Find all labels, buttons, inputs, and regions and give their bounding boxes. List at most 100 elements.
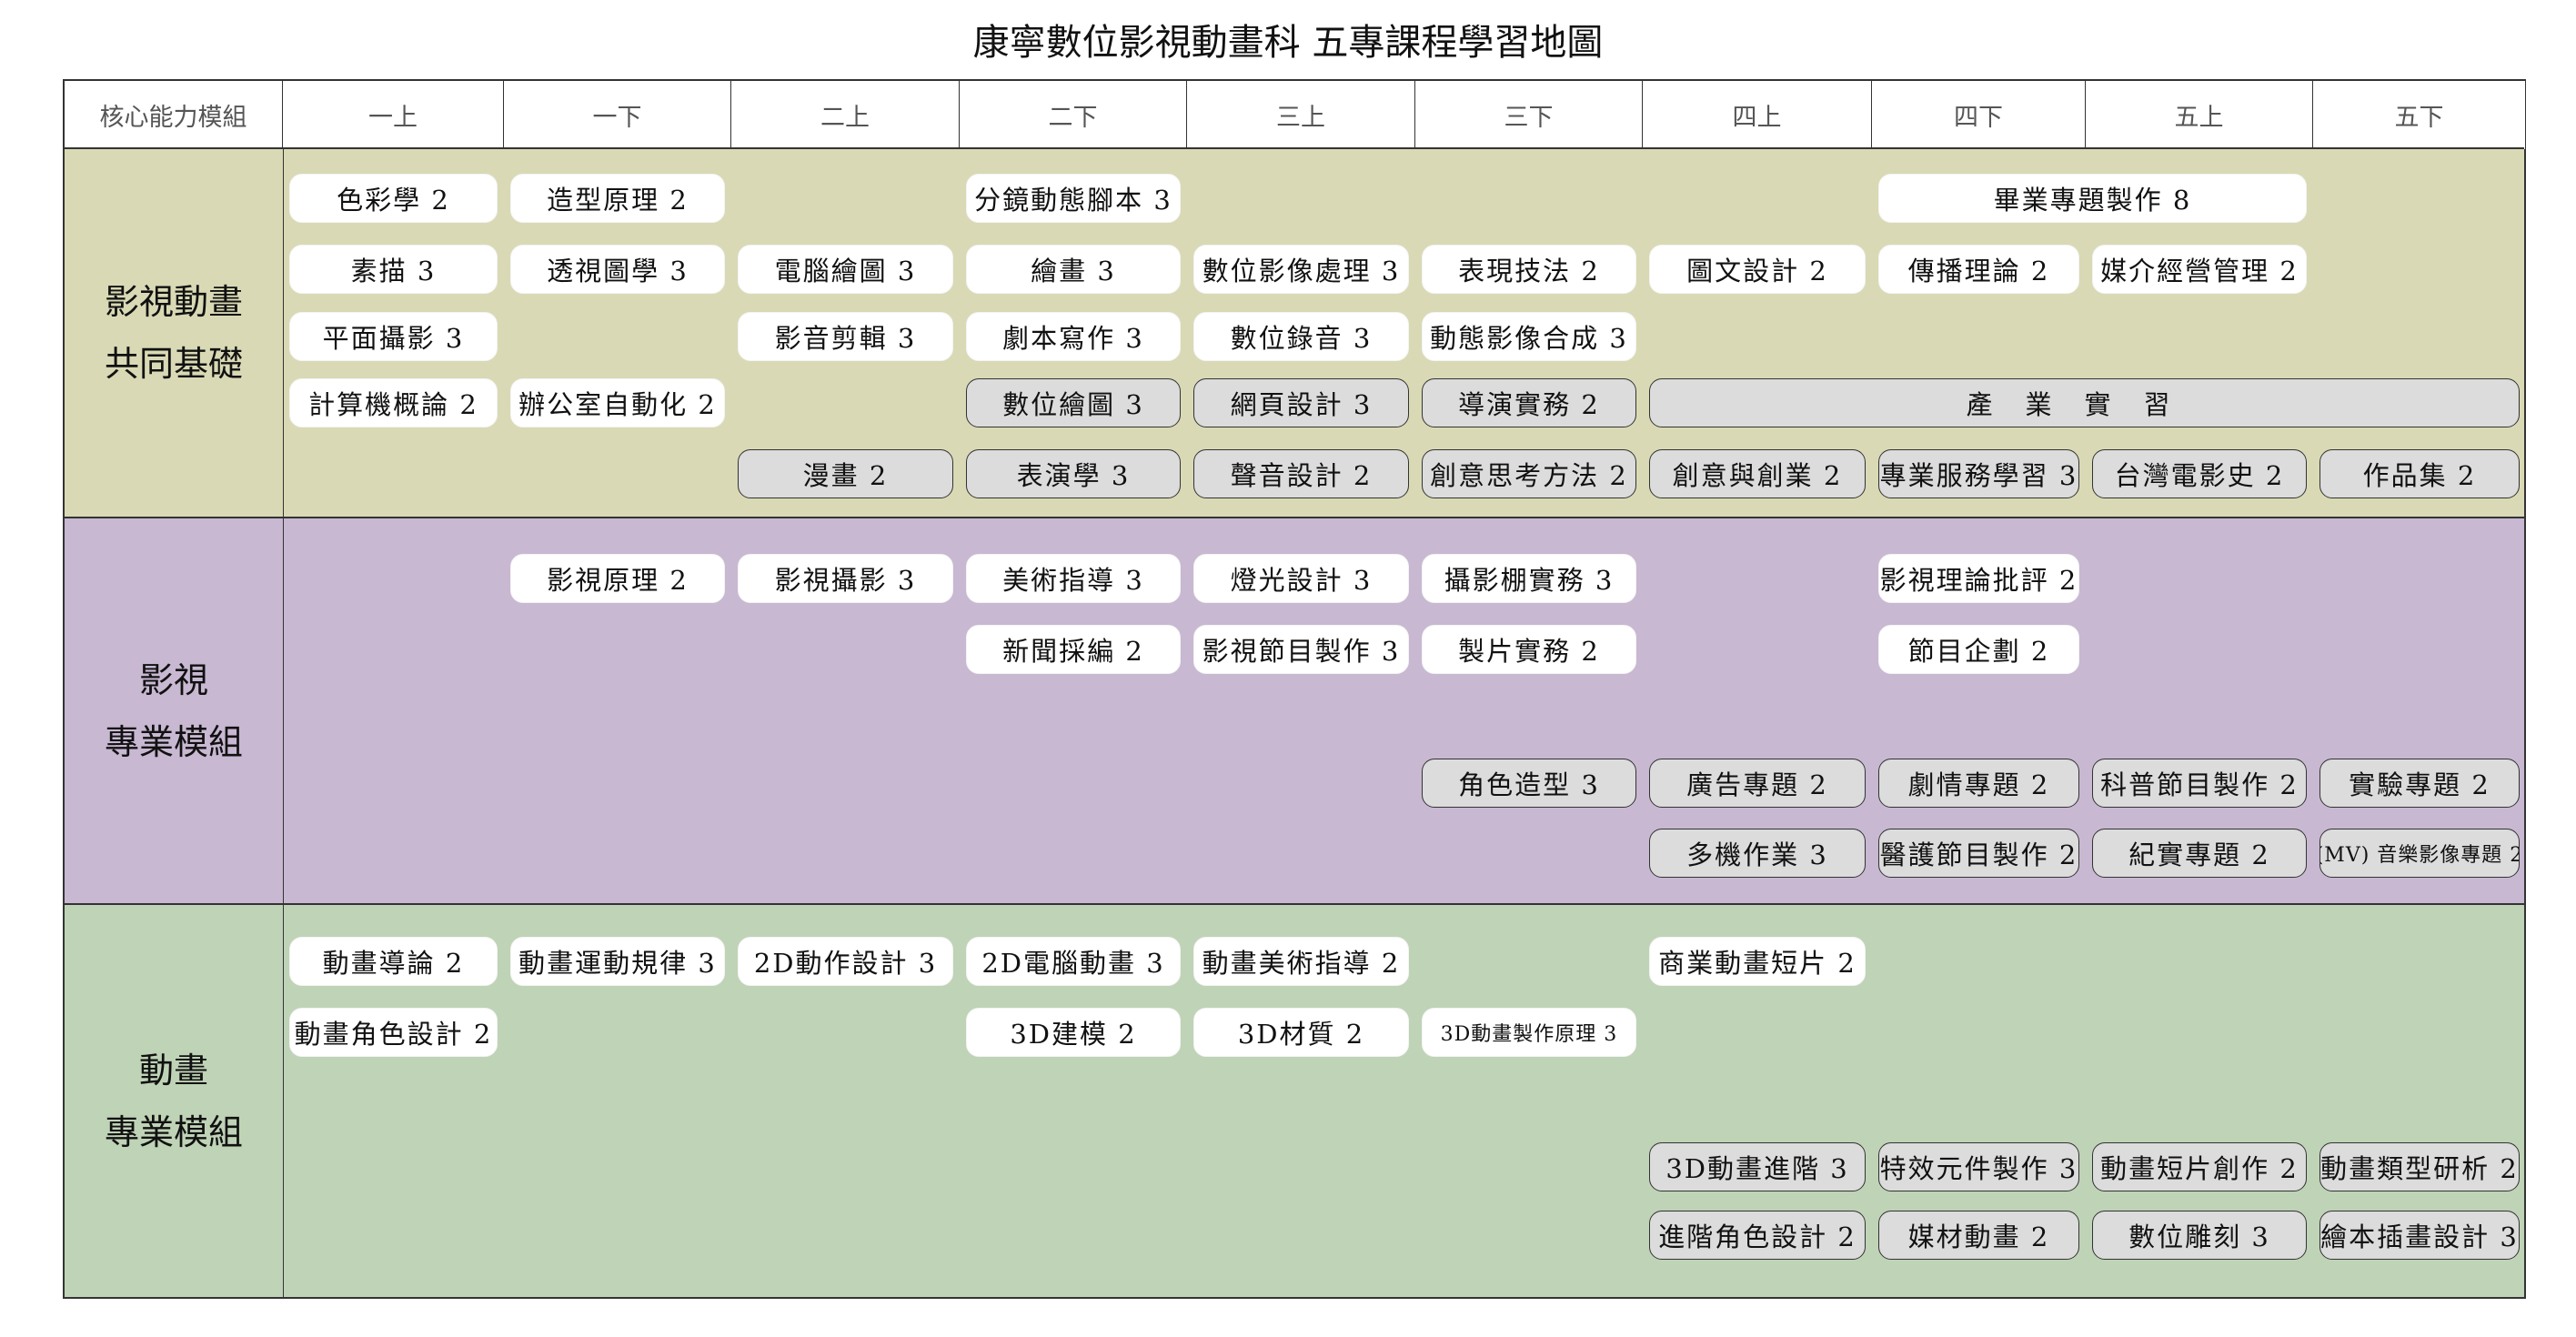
course-pill[interactable]: 影視原理 2 [510, 554, 725, 603]
course-pill[interactable]: 3D建模 2 [966, 1008, 1181, 1057]
header-semester: 五下 [2313, 81, 2526, 149]
course-pill[interactable]: 漫畫 2 [738, 449, 953, 498]
course-pill[interactable]: 創意與創業 2 [1649, 449, 1866, 498]
course-pill[interactable]: 聲音設計 2 [1193, 449, 1409, 498]
course-name: 2D動作設計 3 [753, 948, 938, 979]
course-pill[interactable]: 透視圖學 3 [510, 245, 725, 294]
course-pill[interactable]: 特效元件製作 3 [1878, 1142, 2079, 1191]
course-pill[interactable]: 數位錄音 3 [1193, 312, 1409, 361]
course-pill[interactable]: 造型原理 2 [510, 174, 725, 223]
course-pill[interactable]: 繪本插畫設計 3 [2319, 1211, 2520, 1260]
course-pill[interactable]: 商業動畫短片 2 [1649, 937, 1866, 986]
course-pill[interactable]: 表現技法 2 [1422, 245, 1636, 294]
course-pill[interactable]: 素描 3 [289, 245, 498, 294]
course-pill[interactable]: 3D材質 2 [1193, 1008, 1409, 1057]
course-pill[interactable]: 科普節目製作 2 [2092, 759, 2307, 808]
course-pill[interactable]: 專業服務學習 3 [1878, 449, 2079, 498]
course-pill[interactable]: 新聞採編 2 [966, 625, 1181, 674]
course-pill[interactable]: 動畫運動規律 3 [510, 937, 725, 986]
course-pill[interactable]: 平面攝影 3 [289, 312, 498, 361]
course-pill[interactable]: 色彩學 2 [289, 174, 498, 223]
module-label: 影視專業模組 [65, 518, 284, 903]
course-pill[interactable]: 劇本寫作 3 [966, 312, 1181, 361]
course-pill[interactable]: 數位繪圖 3 [966, 378, 1181, 427]
course-pill[interactable]: 媒介經營管理 2 [2092, 245, 2307, 294]
course-name: 創意與創業 2 [1672, 460, 1843, 491]
course-pill[interactable]: 分鏡動態腳本 3 [966, 174, 1181, 223]
course-name: 繪畫 3 [1031, 256, 1116, 286]
course-name: 進階角色設計 2 [1658, 1221, 1857, 1252]
course-pill[interactable]: 媒材動畫 2 [1878, 1211, 2079, 1260]
course-pill[interactable]: 實驗專題 2 [2319, 759, 2520, 808]
course-name: 繪本插畫設計 3 [2320, 1221, 2519, 1252]
course-pill[interactable]: (MV) 音樂影像專題 2 [2319, 829, 2520, 878]
course-name: 醫護節目製作 2 [1879, 839, 2078, 870]
course-name: 廣告專題 2 [1686, 769, 1828, 800]
course-pill[interactable]: 導演實務 2 [1422, 378, 1636, 427]
course-pill[interactable]: 燈光設計 3 [1193, 554, 1409, 603]
course-pill[interactable]: 動畫類型研析 2 [2319, 1142, 2520, 1191]
course-pill[interactable]: 動畫美術指導 2 [1193, 937, 1409, 986]
course-name: 電腦繪圖 3 [774, 256, 917, 286]
course-pill[interactable]: 製片實務 2 [1422, 625, 1636, 674]
course-pill[interactable]: 美術指導 3 [966, 554, 1181, 603]
course-name: 節目企劃 2 [1907, 636, 2050, 667]
course-pill[interactable]: 數位影像處理 3 [1193, 245, 1409, 294]
course-name: 製片實務 2 [1458, 636, 1600, 667]
course-pill[interactable]: 電腦繪圖 3 [738, 245, 953, 294]
course-name: 傳播理論 2 [1907, 256, 2050, 286]
course-pill[interactable]: 表演學 3 [966, 449, 1181, 498]
course-name: 實驗專題 2 [2349, 769, 2490, 800]
course-pill[interactable]: 醫護節目製作 2 [1878, 829, 2079, 878]
course-pill[interactable]: 作品集 2 [2319, 449, 2520, 498]
course-pill[interactable]: 影視攝影 3 [738, 554, 953, 603]
course-pill[interactable]: 圖文設計 2 [1649, 245, 1866, 294]
course-pill[interactable]: 節目企劃 2 [1878, 625, 2079, 674]
course-name: 素描 3 [350, 256, 437, 286]
course-pill[interactable]: 多機作業 3 [1649, 829, 1866, 878]
course-name: 攝影棚實務 3 [1444, 565, 1615, 596]
course-pill[interactable]: 攝影棚實務 3 [1422, 554, 1636, 603]
course-name: 平面攝影 3 [322, 323, 465, 354]
course-name: 動畫短片創作 2 [2100, 1153, 2299, 1184]
course-pill[interactable]: 2D電腦動畫 3 [966, 937, 1181, 986]
course-pill[interactable]: 3D動畫進階 3 [1649, 1142, 1866, 1191]
course-pill[interactable]: 影音剪輯 3 [738, 312, 953, 361]
course-pill[interactable]: 影視節目製作 3 [1193, 625, 1409, 674]
course-pill[interactable]: 進階角色設計 2 [1649, 1211, 1866, 1260]
course-pill[interactable]: 3D動畫製作原理 3 [1422, 1008, 1636, 1057]
course-pill[interactable]: 創意思考方法 2 [1422, 449, 1636, 498]
course-pill[interactable]: 紀實專題 2 [2092, 829, 2307, 878]
course-pill[interactable]: 畢業專題製作 8 [1878, 174, 2307, 223]
course-name: 影視攝影 3 [774, 565, 917, 596]
course-pill[interactable]: 廣告專題 2 [1649, 759, 1866, 808]
module-label-line: 專業模組 [104, 721, 243, 762]
course-pill[interactable]: 計算機概論 2 [289, 378, 498, 427]
course-name: 表現技法 2 [1458, 256, 1600, 286]
course-pill[interactable]: 動態影像合成 3 [1422, 312, 1636, 361]
course-pill[interactable]: 影視理論批評 2 [1878, 554, 2079, 603]
header-semester: 一下 [504, 81, 731, 149]
course-pill[interactable]: 數位雕刻 3 [2092, 1211, 2307, 1260]
course-pill[interactable]: 台灣電影史 2 [2092, 449, 2307, 498]
header-semester: 四上 [1643, 81, 1872, 149]
course-pill[interactable]: 動畫角色設計 2 [289, 1008, 498, 1057]
course-pill[interactable]: 動畫導論 2 [289, 937, 498, 986]
course-pill[interactable]: 繪畫 3 [966, 245, 1181, 294]
course-name: 聲音設計 2 [1230, 460, 1373, 491]
course-name: 3D材質 2 [1237, 1019, 1365, 1050]
course-pill[interactable]: 劇情專題 2 [1878, 759, 2079, 808]
course-pill[interactable]: 角色造型 3 [1422, 759, 1636, 808]
course-pill[interactable]: 傳播理論 2 [1878, 245, 2079, 294]
course-pill[interactable]: 產業實習 [1649, 378, 2520, 427]
course-pill[interactable]: 動畫短片創作 2 [2092, 1142, 2307, 1191]
course-name: 台灣電影史 2 [2114, 460, 2285, 491]
course-name: 商業動畫短片 2 [1658, 948, 1857, 979]
course-pill[interactable]: 辦公室自動化 2 [510, 378, 725, 427]
course-name: 動畫導論 2 [322, 948, 465, 979]
course-pill[interactable]: 網頁設計 3 [1193, 378, 1409, 427]
course-name: 產業實習 [1966, 389, 2203, 420]
page-title: 康寧數位影視動畫科 五專課程學習地圖 [972, 22, 1604, 64]
course-pill[interactable]: 2D動作設計 3 [738, 937, 953, 986]
